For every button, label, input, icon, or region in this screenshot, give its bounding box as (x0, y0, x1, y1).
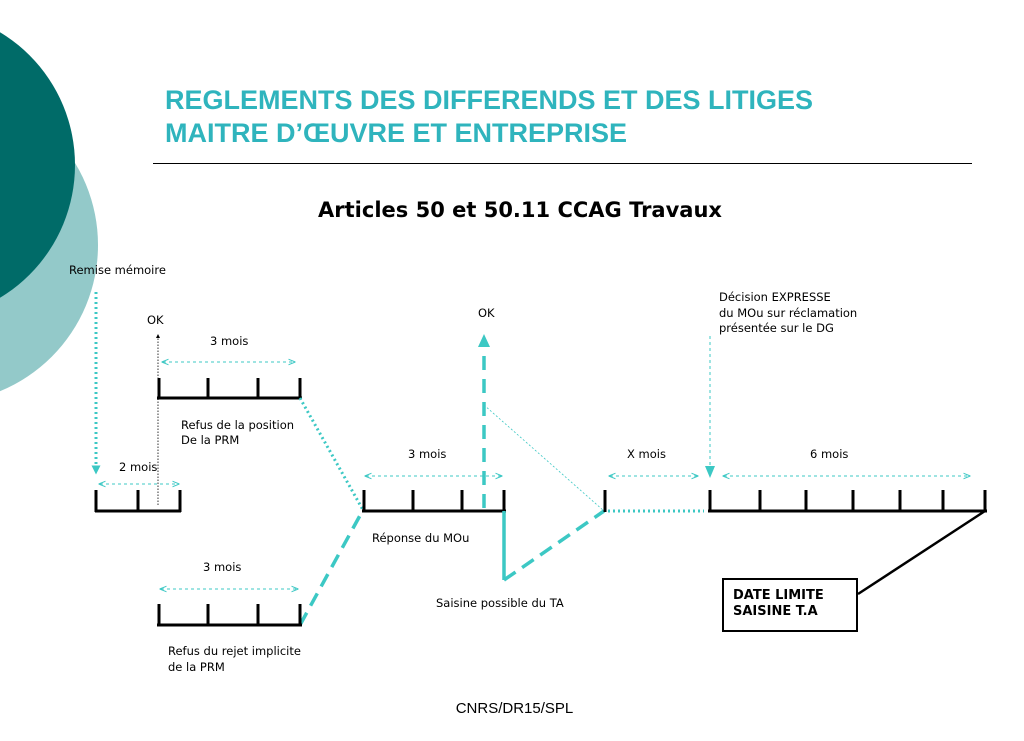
label-ok-left: OK (147, 313, 164, 327)
label-refus-position-1: Refus de la position (181, 418, 294, 432)
label-3-mois-lower: 3 mois (203, 560, 241, 574)
date-limite-box: DATE LIMITE SAISINE T.A (722, 578, 858, 632)
label-ok-center: OK (478, 306, 495, 320)
timeline-3-mois-upper (157, 378, 302, 400)
connector-to-date-limite (857, 509, 986, 596)
label-reponse-mou: Réponse du MOu (372, 531, 469, 545)
label-remise-memoire: Remise mémoire (69, 263, 166, 277)
ok-center-arrowhead (478, 334, 490, 347)
label-6-mois: 6 mois (810, 447, 848, 461)
date-limite-line2: SAISINE T.A (733, 604, 818, 619)
timeline-2-mois (94, 490, 182, 513)
connector-upper-to-middle (298, 397, 365, 511)
timeline-3-mois-lower (157, 604, 302, 627)
label-decision-1: Décision EXPRESSE (719, 290, 831, 304)
label-x-mois: X mois (627, 447, 666, 461)
label-refus-rejet-1: Refus du rejet implicite (168, 644, 301, 658)
connector-lower-to-middle (298, 509, 365, 626)
timeline-3-mois-middle (362, 490, 506, 513)
label-3-mois-middle: 3 mois (408, 447, 446, 461)
page-title: REGLEMENTS DES DIFFERENDS ET DES LITIGES… (165, 84, 813, 150)
decision-arrowhead (705, 466, 715, 478)
label-2-mois: 2 mois (119, 460, 157, 474)
subtitle: Articles 50 et 50.11 CCAG Travaux (318, 198, 722, 222)
label-saisine-ta: Saisine possible du TA (436, 596, 564, 610)
date-limite-line1: DATE LIMITE (733, 588, 824, 603)
label-refus-rejet-2: de la PRM (168, 660, 225, 674)
dark-teal-circle (0, 32, 75, 298)
label-decision-2: du MOu sur réclamation (719, 306, 857, 320)
label-3-mois-upper: 3 mois (210, 334, 248, 348)
title-divider (153, 163, 972, 164)
page-title-line2: MAITRE D’ŒUVRE ET ENTREPRISE (165, 118, 628, 148)
page-title-line1: REGLEMENTS DES DIFFERENDS ET DES LITIGES (165, 85, 814, 115)
timeline-6-mois (708, 490, 987, 513)
connector-saisine-to-x (503, 509, 605, 582)
footer: CNRS/DR15/SPL (455, 700, 574, 717)
label-decision-3: présentée sur le DG (719, 321, 834, 335)
label-refus-position-2: De la PRM (181, 433, 239, 447)
thin-connector-ok-to-x (483, 404, 605, 512)
